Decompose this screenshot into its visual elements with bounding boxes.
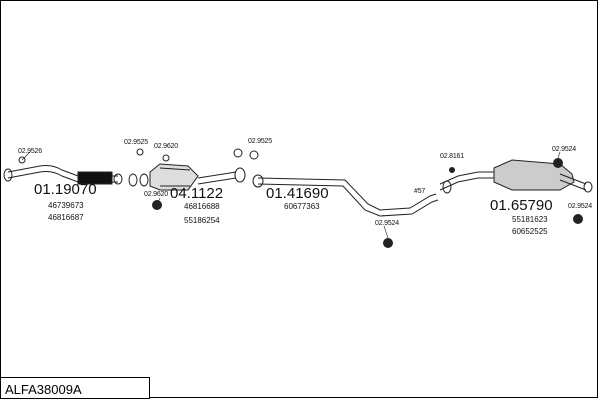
fitting-label: 02.8161 [440, 153, 464, 160]
ref-number: 60652525 [512, 227, 548, 236]
rear-silencer [493, 159, 575, 191]
catalytic-converter [149, 163, 199, 191]
ref-number: 60677363 [284, 202, 320, 211]
fitting-label: 02.9524 [552, 146, 576, 153]
fitting-label: 02.9525 [248, 138, 272, 145]
ref-number: 46816687 [48, 213, 84, 222]
flange-gasket [128, 173, 138, 187]
fitting-label: 02.9620 [154, 143, 178, 150]
fitting-label: 02.9525 [124, 139, 148, 146]
ref-number: 55186254 [184, 216, 220, 225]
fitting-label: 02.9524 [375, 220, 399, 227]
fitting-label: 02.9524 [568, 203, 592, 210]
fitting-label: #57 [414, 188, 426, 195]
kit-code: ALFA38009A [5, 382, 82, 397]
part-number-center-pipe: 01.41690 [266, 185, 329, 202]
part-number-front-pipe: 01.19070 [34, 181, 97, 198]
fitting-label: 02.9620 [144, 191, 168, 198]
kit-code-box: ALFA38009A [0, 377, 150, 399]
ref-number: 55181623 [512, 215, 548, 224]
rear-pipe [439, 171, 496, 185]
part-number-rear-silencer: 01.65790 [490, 197, 553, 214]
front-pipe [7, 165, 118, 177]
fitting-label: 02.9526 [18, 148, 42, 155]
flex-joint [77, 171, 113, 185]
part-number-catalytic-converter: 04.1122 [170, 185, 224, 202]
ref-number: 46816688 [184, 202, 220, 211]
rubber-mount [152, 200, 162, 210]
center-pipe [257, 177, 437, 211]
ref-number: 46739673 [48, 201, 84, 210]
